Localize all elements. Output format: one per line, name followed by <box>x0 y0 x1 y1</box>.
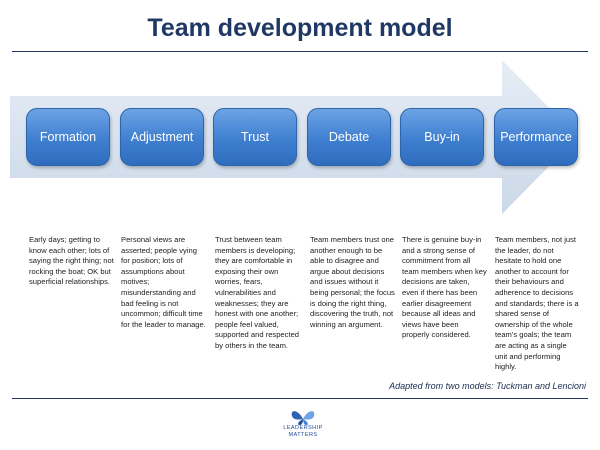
stage-box-debate: Debate <box>307 108 391 166</box>
stage-description-formation: Early days; getting to know each other; … <box>29 235 114 287</box>
logo-line-1: LEADERSHIP <box>283 425 323 431</box>
stage-box-buy-in: Buy-in <box>400 108 484 166</box>
leadership-matters-logo: LEADERSHIP MATTERS <box>268 407 338 447</box>
stage-box-formation: Formation <box>26 108 110 166</box>
attribution-note: Adapted from two models: Tuckman and Len… <box>389 381 586 391</box>
page-title: Team development model <box>147 14 453 42</box>
stage-description-debate: Team members trust one another enough to… <box>310 235 395 329</box>
butterfly-icon <box>291 411 315 425</box>
title-divider <box>12 51 588 52</box>
stage-box-trust: Trust <box>213 108 297 166</box>
stage-description-adjustment: Personal views are asserted; people vyin… <box>121 235 206 329</box>
stage-description-performance: Team members, not just the leader, do no… <box>495 235 579 372</box>
footer-divider <box>12 398 588 399</box>
stage-description-trust: Trust between team members is developing… <box>215 235 300 350</box>
logo-line-2: MATTERS <box>288 432 318 438</box>
stage-box-adjustment: Adjustment <box>120 108 204 166</box>
stage-description-buy-in: There is genuine buy-in and a strong sen… <box>402 235 487 340</box>
stage-box-performance: Performance <box>494 108 578 166</box>
